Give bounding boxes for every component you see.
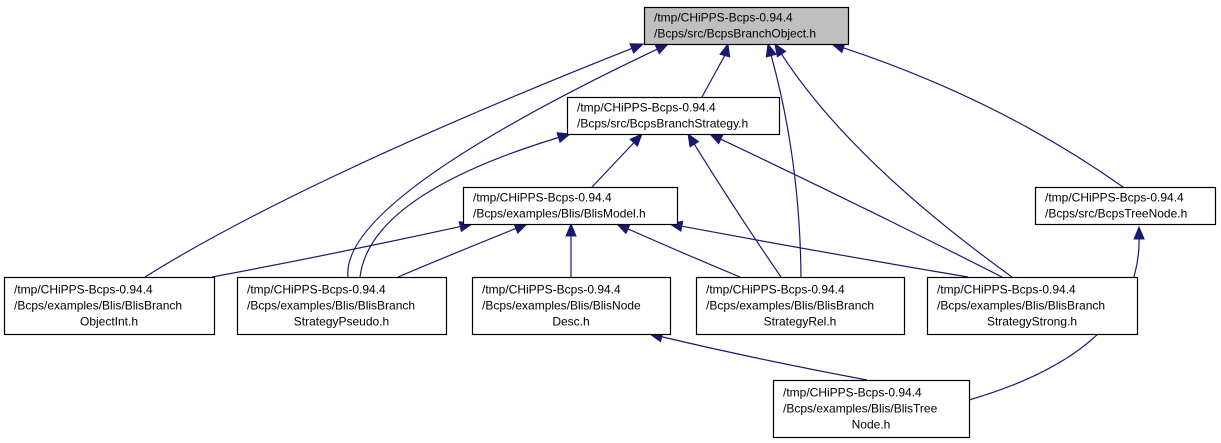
node-strategy[interactable]: /tmp/CHiPPS-Bcps-0.94.4/Bcps/src/BcpsBra… bbox=[566, 96, 781, 136]
edge-rel-to-strategy-arrowhead bbox=[687, 132, 700, 148]
node-nodedesc[interactable]: /tmp/CHiPPS-Bcps-0.94.4/Bcps/examples/Bl… bbox=[471, 276, 672, 336]
node-label-line: /tmp/CHiPPS-Bcps-0.94.4 bbox=[654, 11, 793, 25]
node-box bbox=[462, 186, 679, 226]
edge-line bbox=[701, 54, 726, 98]
node-label-line: /tmp/CHiPPS-Bcps-0.94.4 bbox=[473, 191, 612, 205]
node-objint[interactable]: /tmp/CHiPPS-Bcps-0.94.4/Bcps/examples/Bl… bbox=[3, 276, 216, 336]
edge-line bbox=[359, 136, 559, 278]
node-label-line: /Bcps/examples/Blis/BlisBranch bbox=[706, 299, 874, 313]
edge-blistreenode-to-treenode-arrowhead bbox=[1133, 225, 1145, 240]
node-box bbox=[566, 96, 781, 136]
node-blistreenode[interactable]: /tmp/CHiPPS-Bcps-0.94.4/Bcps/examples/Bl… bbox=[772, 379, 971, 439]
edge-line bbox=[144, 47, 633, 278]
node-label-line: /Bcps/src/BcpsBranchObject.h bbox=[654, 27, 816, 41]
node-label-line: /tmp/CHiPPS-Bcps-0.94.4 bbox=[247, 283, 386, 297]
node-label-line: /Bcps/src/BcpsTreeNode.h bbox=[1045, 207, 1187, 221]
edge-rel-to-model bbox=[615, 223, 741, 278]
node-treenode[interactable]: /tmp/CHiPPS-Bcps-0.94.4/Bcps/src/BcpsTre… bbox=[1034, 186, 1217, 226]
edge-nodedesc-to-model-arrowhead bbox=[565, 222, 577, 237]
edge-pseudo-to-root-arrowhead bbox=[654, 43, 670, 55]
edge-model-to-strategy-arrowhead bbox=[629, 133, 643, 148]
node-label-line: /Bcps/examples/Blis/BlisBranch bbox=[247, 299, 415, 313]
node-label-line: /tmp/CHiPPS-Bcps-0.94.4 bbox=[783, 386, 922, 400]
node-pseudo[interactable]: /tmp/CHiPPS-Bcps-0.94.4/Bcps/examples/Bl… bbox=[236, 276, 448, 336]
edge-line bbox=[770, 55, 802, 278]
node-label-line: /Bcps/examples/Blis/BlisBranch bbox=[937, 299, 1105, 313]
node-label-line: /tmp/CHiPPS-Bcps-0.94.4 bbox=[482, 283, 621, 297]
edge-strong-to-root-arrowhead bbox=[774, 42, 787, 58]
edge-objint-to-root bbox=[144, 43, 645, 278]
edge-line bbox=[843, 47, 1124, 188]
node-label-line: /tmp/CHiPPS-Bcps-0.94.4 bbox=[937, 283, 1076, 297]
edge-line bbox=[211, 225, 461, 278]
node-model[interactable]: /tmp/CHiPPS-Bcps-0.94.4/Bcps/examples/Bl… bbox=[462, 186, 679, 226]
edge-pseudo-to-strategy bbox=[359, 132, 572, 278]
edge-line bbox=[720, 138, 1003, 278]
edge-line bbox=[693, 143, 782, 278]
node-label-line: /tmp/CHiPPS-Bcps-0.94.4 bbox=[706, 283, 845, 297]
node-box bbox=[695, 276, 906, 336]
edge-pseudo-to-model bbox=[397, 223, 529, 278]
edge-rel-to-strategy bbox=[687, 132, 782, 278]
nodes-layer: /tmp/CHiPPS-Bcps-0.94.4/Bcps/src/BcpsBra… bbox=[3, 6, 1217, 439]
node-label-line: /Bcps/examples/Blis/BlisBranch bbox=[14, 299, 182, 313]
edge-line bbox=[591, 142, 635, 188]
edge-strong-to-strategy-arrowhead bbox=[708, 133, 724, 145]
node-label-line: /Bcps/examples/Blis/BlisModel.h bbox=[473, 207, 646, 221]
node-label-line: /Bcps/src/BcpsBranchStrategy.h bbox=[577, 117, 748, 131]
edge-strategy-to-root-arrowhead bbox=[719, 42, 731, 58]
edge-pseudo-to-model-arrowhead bbox=[513, 223, 529, 235]
node-label-line: Node.h bbox=[852, 418, 891, 432]
node-box bbox=[643, 6, 850, 46]
edge-blistreenode-to-nodedesc bbox=[648, 331, 868, 381]
edge-line bbox=[627, 228, 741, 278]
edge-line bbox=[781, 53, 1013, 278]
node-label-line: /tmp/CHiPPS-Bcps-0.94.4 bbox=[14, 283, 153, 297]
edge-line bbox=[661, 336, 868, 381]
edge-strategy-to-root bbox=[701, 42, 731, 98]
node-label-line: /Bcps/examples/Blis/BlisTree bbox=[783, 402, 938, 416]
node-box bbox=[236, 276, 448, 336]
node-strong[interactable]: /tmp/CHiPPS-Bcps-0.94.4/Bcps/examples/Bl… bbox=[926, 276, 1139, 336]
node-root[interactable]: /tmp/CHiPPS-Bcps-0.94.4/Bcps/src/BcpsBra… bbox=[643, 6, 850, 46]
edge-rel-to-root bbox=[765, 42, 802, 278]
node-label-line: StrategyRel.h bbox=[764, 315, 837, 329]
edge-strong-to-root bbox=[774, 42, 1013, 278]
edge-rel-to-model-arrowhead bbox=[615, 223, 631, 235]
edge-objint-to-model bbox=[211, 221, 474, 278]
node-box bbox=[772, 379, 971, 439]
edge-line bbox=[347, 48, 658, 278]
node-rel[interactable]: /tmp/CHiPPS-Bcps-0.94.4/Bcps/examples/Bl… bbox=[695, 276, 906, 336]
node-box bbox=[1034, 186, 1217, 226]
edge-strong-to-model bbox=[668, 220, 969, 278]
node-label-line: /tmp/CHiPPS-Bcps-0.94.4 bbox=[1045, 191, 1184, 205]
edge-pseudo-to-strategy-arrowhead bbox=[556, 132, 572, 144]
node-box bbox=[926, 276, 1139, 336]
node-box bbox=[3, 276, 216, 336]
edge-model-to-strategy bbox=[591, 133, 643, 188]
node-label-line: /tmp/CHiPPS-Bcps-0.94.4 bbox=[577, 101, 716, 115]
edge-nodedesc-to-model bbox=[565, 222, 577, 278]
edge-objint-to-root-arrowhead bbox=[629, 43, 645, 54]
node-label-line: StrategyStrong.h bbox=[987, 315, 1077, 329]
edge-strong-to-strategy bbox=[708, 133, 1003, 278]
edge-line bbox=[681, 225, 969, 278]
node-label-line: /Bcps/examples/Blis/BlisNode bbox=[482, 299, 641, 313]
edge-pseudo-to-root bbox=[347, 43, 670, 278]
edge-line bbox=[397, 227, 517, 278]
node-label-line: Desc.h bbox=[552, 315, 589, 329]
node-box bbox=[471, 276, 672, 336]
node-label-line: ObjectInt.h bbox=[80, 315, 138, 329]
edge-rel-to-root-arrowhead bbox=[765, 42, 777, 58]
edges-layer bbox=[144, 42, 1145, 401]
node-label-line: StrategyPseudo.h bbox=[294, 315, 389, 329]
